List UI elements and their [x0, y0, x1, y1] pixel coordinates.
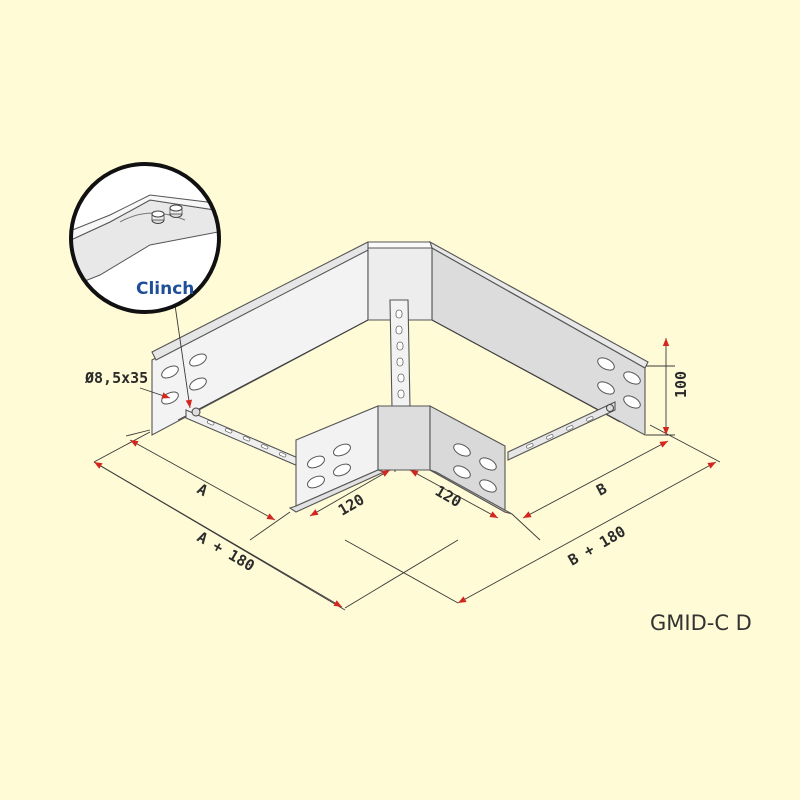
dim-inner-left-label: 120	[335, 490, 367, 519]
dim-b-total-label: B + 180	[565, 522, 629, 569]
left-wall-slots	[161, 353, 207, 405]
dimension-lines	[93, 304, 721, 611]
dim-a-label: A	[194, 480, 211, 500]
clinch-label: Clinch	[136, 279, 194, 299]
cable-tray-elbow	[151, 240, 649, 515]
dim-b-label: B	[593, 479, 609, 499]
center-strut	[389, 299, 411, 409]
dim-height-label: 100	[672, 371, 690, 398]
hole-label: Ø8,5x35	[84, 369, 148, 387]
front-corner	[377, 405, 431, 471]
right-wall-slots	[597, 357, 641, 409]
product-code: GMID-C D	[650, 611, 752, 635]
left-rail	[185, 407, 299, 467]
clinch-detail	[69, 162, 221, 314]
right-rail	[507, 401, 616, 461]
dim-a-total-label: A + 180	[194, 528, 258, 575]
